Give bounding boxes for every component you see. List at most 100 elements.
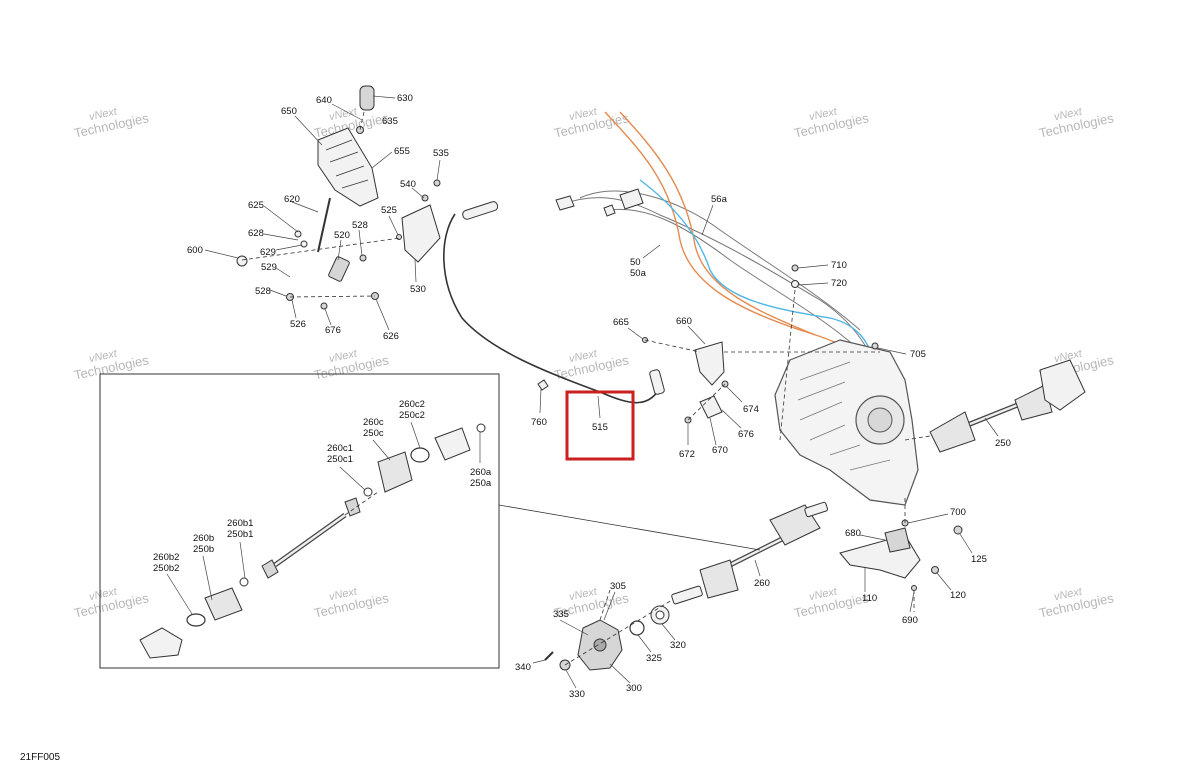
boot-250 [1014,384,1053,421]
leader-line [388,215,399,236]
leader-line [358,229,363,257]
hub-300-center [593,638,607,652]
callout-626: 626 [383,331,399,342]
assembly-axis [289,295,376,298]
leader-line [410,421,421,449]
callout-260c1: 260c1 [327,443,353,454]
leader-lines [166,95,999,689]
callout-672: 672 [679,449,695,460]
stub-260 [671,585,703,605]
leader-line [936,572,952,591]
leader-line [726,386,743,403]
svg-text:vNext: vNext [568,105,599,123]
shift-lever-housing [317,127,379,207]
inset-clamp-260c1 [363,487,373,497]
inset-clamp-260b2 [186,613,206,627]
svg-text:vNext: vNext [1053,347,1084,365]
callout-125: 125 [971,554,987,565]
boot-260 [699,559,739,599]
watermark: vNext Technologies [313,347,391,382]
washer-720 [791,280,799,288]
assembly-axis [644,339,701,353]
watermark: vNext Technologies [73,585,151,620]
bearing-320-inner [655,610,665,620]
leader-line [859,534,886,541]
leader-line [239,541,246,579]
leader-line [263,233,299,241]
watermark: vNext Technologies [1038,585,1116,620]
callout-630: 630 [397,93,413,104]
washer [300,240,308,248]
callout-515[interactable]: 515 [592,422,608,433]
leader-line [339,466,366,491]
callout-629: 629 [260,247,276,258]
svg-text:vNext: vNext [88,347,119,365]
leader-line [166,573,193,615]
inset-spider [261,559,279,579]
watermark: vNext Technologies [553,105,631,140]
callout-250b2: 250b2 [153,563,179,574]
leader-line [204,249,239,259]
boot-250 [929,411,976,453]
inset-shaft-core [274,513,346,567]
harness-connector [555,195,575,211]
callout-50a: 50a [630,268,647,279]
wiring-harness [555,111,891,396]
svg-text:vNext: vNext [1053,105,1084,123]
callout-520: 520 [334,230,350,241]
callout-710: 710 [831,260,847,271]
transmission-assembly [642,264,919,506]
drive-shaft-250 [904,359,1086,453]
callout-650: 650 [281,106,297,117]
callout-720: 720 [831,278,847,289]
rubber-mount-680 [884,527,911,553]
callout-250b1: 250b1 [227,529,253,540]
bolt-125 [953,525,963,535]
callout-335: 335 [553,609,569,620]
callout-260c: 260c [363,417,384,428]
wheel-hub-group [544,589,673,671]
callout-525: 525 [381,205,397,216]
leader-line [532,659,546,664]
callout-620: 620 [284,194,300,205]
leader-line [797,264,829,269]
leader-line [436,159,441,181]
harness-connector [619,188,644,210]
callout-260b: 260b [193,533,214,544]
watermark: vNext Technologies [1038,105,1116,140]
callout-660: 660 [676,316,692,327]
shift-lever-housing-detail [325,139,369,189]
assembly-axis [904,435,931,441]
leader-line [539,387,542,414]
callout-250b: 250b [193,544,214,555]
bolt [356,126,364,134]
svg-text:vNext: vNext [808,585,839,603]
watermark: vNext Technologies [73,347,151,382]
mount-group [839,498,963,612]
callout-50: 50 [630,257,641,268]
stub-260 [804,501,828,518]
callout-320: 320 [670,640,686,651]
callout-250: 250 [995,438,1011,449]
leader-line [907,513,949,524]
callout-600: 600 [187,245,203,256]
inset-boot-260b [204,587,243,621]
svg-text:vNext: vNext [1053,585,1084,603]
watermark: vNext Technologies [553,347,631,382]
callout-635: 635 [382,116,398,127]
callout-250c: 250c [363,428,384,439]
inset-boot-260c [377,451,413,493]
callout-670: 670 [712,445,728,456]
inset-frame [99,373,500,669]
callout-120: 120 [950,590,966,601]
leader-line [275,267,291,278]
highlight-box-515[interactable] [565,390,635,461]
leader-line [609,663,631,684]
callout-526: 526 [290,319,306,330]
leader-line [371,151,393,169]
leader-line [202,555,213,601]
leader-line [559,619,589,636]
watermarks: vNext Technologies vNext Technologies vN… [73,105,1116,620]
callout-260b1: 260b1 [227,518,253,529]
